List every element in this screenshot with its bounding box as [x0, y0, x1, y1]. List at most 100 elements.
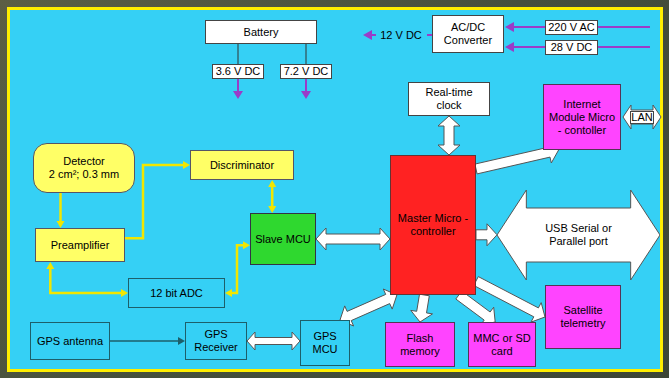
- signal-connector: [225, 241, 250, 297]
- bus-arrow: [476, 224, 497, 246]
- text-group: Battery: [244, 26, 279, 39]
- battery-wire: [238, 44, 239, 64]
- text-group: Satellite telemetry: [549, 304, 617, 330]
- master-box: Master Micro - controller: [390, 155, 476, 295]
- signal-line: [232, 245, 243, 293]
- arrow-head: [233, 91, 243, 99]
- process-box: Preamplifier: [35, 228, 125, 262]
- arrow-head: [178, 337, 185, 345]
- signal-line: [110, 340, 178, 342]
- detector-box: Detector2 cm²; 0.3 mm: [33, 143, 135, 193]
- storage-box: Flash memory: [385, 322, 455, 367]
- port-arrow: USB Serial or Parallel port: [497, 190, 660, 280]
- arrow-head: [505, 42, 514, 52]
- text-group: GPS antenna: [37, 335, 103, 348]
- node-label: Battery: [244, 26, 279, 39]
- receiver-box: GPS Receiver: [185, 322, 247, 360]
- arrow-head: [57, 221, 65, 228]
- arrow-head: [243, 241, 250, 249]
- bus-connector: [247, 332, 300, 350]
- signal-connector: [57, 193, 65, 228]
- arrow-head: [183, 161, 190, 169]
- node-label: 12 bit ADC: [150, 287, 203, 300]
- node-label: Satellite telemetry: [549, 304, 617, 330]
- node-label: Master Micro - controller: [394, 212, 472, 238]
- power-arrow: [237, 79, 239, 92]
- bus-connector: [438, 116, 460, 155]
- signal-label: 220 V AC: [545, 20, 598, 35]
- power-arrow: [513, 46, 545, 48]
- power-box: Battery: [205, 20, 317, 44]
- signal-label: 3.6 V DC: [212, 64, 264, 79]
- text-group: AC/DC Converter: [436, 21, 500, 47]
- text-group: Internet Module Micro - contoller: [547, 98, 617, 137]
- bus-connector: [456, 291, 495, 325]
- power-wire: [598, 46, 650, 48]
- text-group: GPS Receiver: [189, 328, 243, 354]
- battery-wire: [306, 44, 307, 64]
- node-label: Flash memory: [389, 332, 451, 358]
- node-label: USB Serial or Parallel port: [537, 222, 621, 248]
- bus-connector: [476, 224, 497, 246]
- arrow-head: [301, 91, 311, 99]
- arrow-head: [505, 22, 514, 32]
- module-box: Satellite telemetry: [545, 285, 621, 349]
- signal-line: [50, 269, 121, 293]
- antenna-box: GPS antenna: [30, 322, 110, 360]
- text-group: Discriminator: [210, 159, 274, 172]
- node-label: Internet Module Micro - contoller: [547, 98, 617, 137]
- text-group: Preamplifier: [51, 239, 110, 252]
- storage-box: MMC or SD card: [468, 322, 536, 367]
- mcu-box: Slave MCU: [250, 213, 316, 265]
- text-group: Slave MCU: [255, 233, 311, 246]
- signal-connector: [46, 262, 128, 297]
- node-label: Preamplifier: [51, 239, 110, 252]
- arrow-head: [225, 289, 232, 297]
- node-label: MMC or SD card: [472, 332, 532, 358]
- arrow-head: [268, 180, 276, 187]
- text-group: MMC or SD card: [472, 332, 532, 358]
- signal-line: [59, 193, 62, 221]
- lan-double-arrow: [623, 105, 661, 129]
- signal-label: 28 V DC: [545, 40, 598, 55]
- signal-label: 12 V DC: [376, 29, 426, 42]
- node-detail: 2 cm²; 0.3 mm: [49, 168, 119, 181]
- node-label: Discriminator: [210, 159, 274, 172]
- bus-arrow: [411, 294, 433, 322]
- text-group: Real-time clock: [412, 86, 486, 112]
- node-label: GPS MCU: [304, 330, 346, 356]
- text-group: 12 bit ADC: [150, 287, 203, 300]
- arrow-head: [268, 206, 276, 213]
- bus-arrow: [247, 332, 300, 350]
- signal-label: LAN: [630, 111, 654, 124]
- bus-arrow: [316, 228, 390, 250]
- node-label: Detector: [49, 155, 119, 168]
- signal-connector: [268, 180, 276, 213]
- arrow-head: [363, 30, 372, 40]
- node-label: Real-time clock: [412, 86, 486, 112]
- process-box: Discriminator: [190, 150, 294, 180]
- module-box: Internet Module Micro - contoller: [543, 84, 621, 150]
- text-group: USB Serial or Parallel port: [537, 222, 621, 248]
- bus-connector: [411, 294, 433, 322]
- bus-arrow: [456, 291, 495, 325]
- clock-box: Real-time clock: [408, 82, 490, 116]
- arrow-head: [46, 262, 54, 269]
- power-arrow: [513, 26, 545, 28]
- double-arrow-outline: [497, 190, 660, 280]
- power-wire: [598, 26, 650, 28]
- mcu-box: GPS MCU: [300, 320, 350, 366]
- rf-connector: [110, 337, 185, 345]
- text-group: Master Micro - controller: [394, 212, 472, 238]
- node-label: GPS antenna: [37, 335, 103, 348]
- bus-connector: [316, 228, 390, 250]
- bus-arrow: [438, 116, 460, 155]
- converter-box: AC/DC Converter: [432, 15, 504, 53]
- text-group: Flash memory: [389, 332, 451, 358]
- power-arrow: [305, 79, 307, 92]
- arrow-head: [121, 289, 128, 297]
- signal-line: [271, 187, 274, 206]
- power-arrow: [372, 34, 376, 36]
- node-label: GPS Receiver: [189, 328, 243, 354]
